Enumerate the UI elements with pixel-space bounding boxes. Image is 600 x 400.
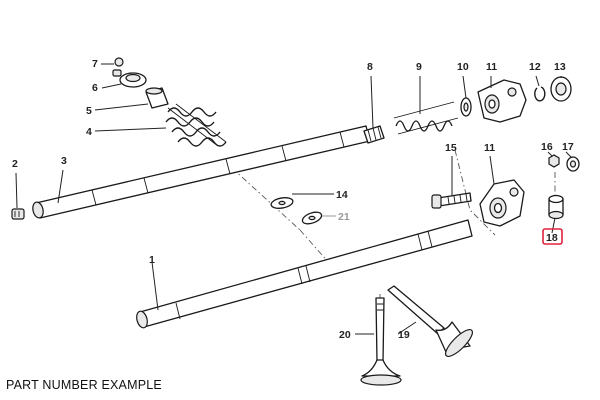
callout-16: 16 <box>541 141 553 153</box>
callout-3: 3 <box>61 155 67 167</box>
valve-spring-right <box>393 101 459 135</box>
spring-cap <box>145 87 169 109</box>
rocker-shaft-lower <box>136 219 473 329</box>
lock-nut <box>548 154 560 168</box>
highlight-box <box>542 228 563 245</box>
thrust-washer-upper <box>460 97 472 117</box>
callout-21: 21 <box>338 211 350 223</box>
adjuster-pin <box>363 125 385 144</box>
spacer-washer <box>301 211 323 225</box>
caption: PART NUMBER EXAMPLE <box>6 378 162 392</box>
adjusting-bolt <box>431 192 472 209</box>
valve-keeper <box>112 57 124 77</box>
callout-10: 10 <box>457 61 469 73</box>
callout-13: 13 <box>554 61 566 73</box>
spring-retainer <box>119 72 147 88</box>
rocker-shaft-upper <box>32 125 371 219</box>
end-cap <box>550 76 572 102</box>
callout-labels: 1 2 3 4 5 6 7 8 9 10 11 12 13 14 21 15 1… <box>12 58 574 341</box>
callout-11-lower: 11 <box>484 142 495 154</box>
callout-4: 4 <box>86 126 92 138</box>
rocker-arm-upper <box>477 79 527 123</box>
callout-18: 18 <box>546 232 558 244</box>
callout-19: 19 <box>398 329 410 341</box>
callout-8: 8 <box>367 61 373 73</box>
callout-12: 12 <box>529 61 541 73</box>
callout-7: 7 <box>92 58 98 70</box>
leader-lines <box>15 63 573 335</box>
valve-spring-left <box>165 103 227 147</box>
rocker-arm-lower <box>479 179 525 227</box>
callout-9: 9 <box>416 61 422 73</box>
thrust-washer-lower <box>270 197 294 209</box>
intake-valve <box>360 297 402 386</box>
callout-17: 17 <box>562 141 574 153</box>
callout-20: 20 <box>339 329 351 341</box>
adjusting-nut <box>566 156 580 172</box>
circlip-upper <box>534 86 546 102</box>
callout-15: 15 <box>445 142 457 154</box>
callout-11-upper: 11 <box>486 61 497 73</box>
callout-2: 2 <box>12 158 18 170</box>
callout-1: 1 <box>149 254 155 266</box>
bushing <box>548 194 564 220</box>
callout-5: 5 <box>86 105 92 117</box>
plug-bolt <box>11 208 25 220</box>
callout-14: 14 <box>336 189 348 201</box>
callout-6: 6 <box>92 82 98 94</box>
exhaust-valve <box>387 285 474 358</box>
